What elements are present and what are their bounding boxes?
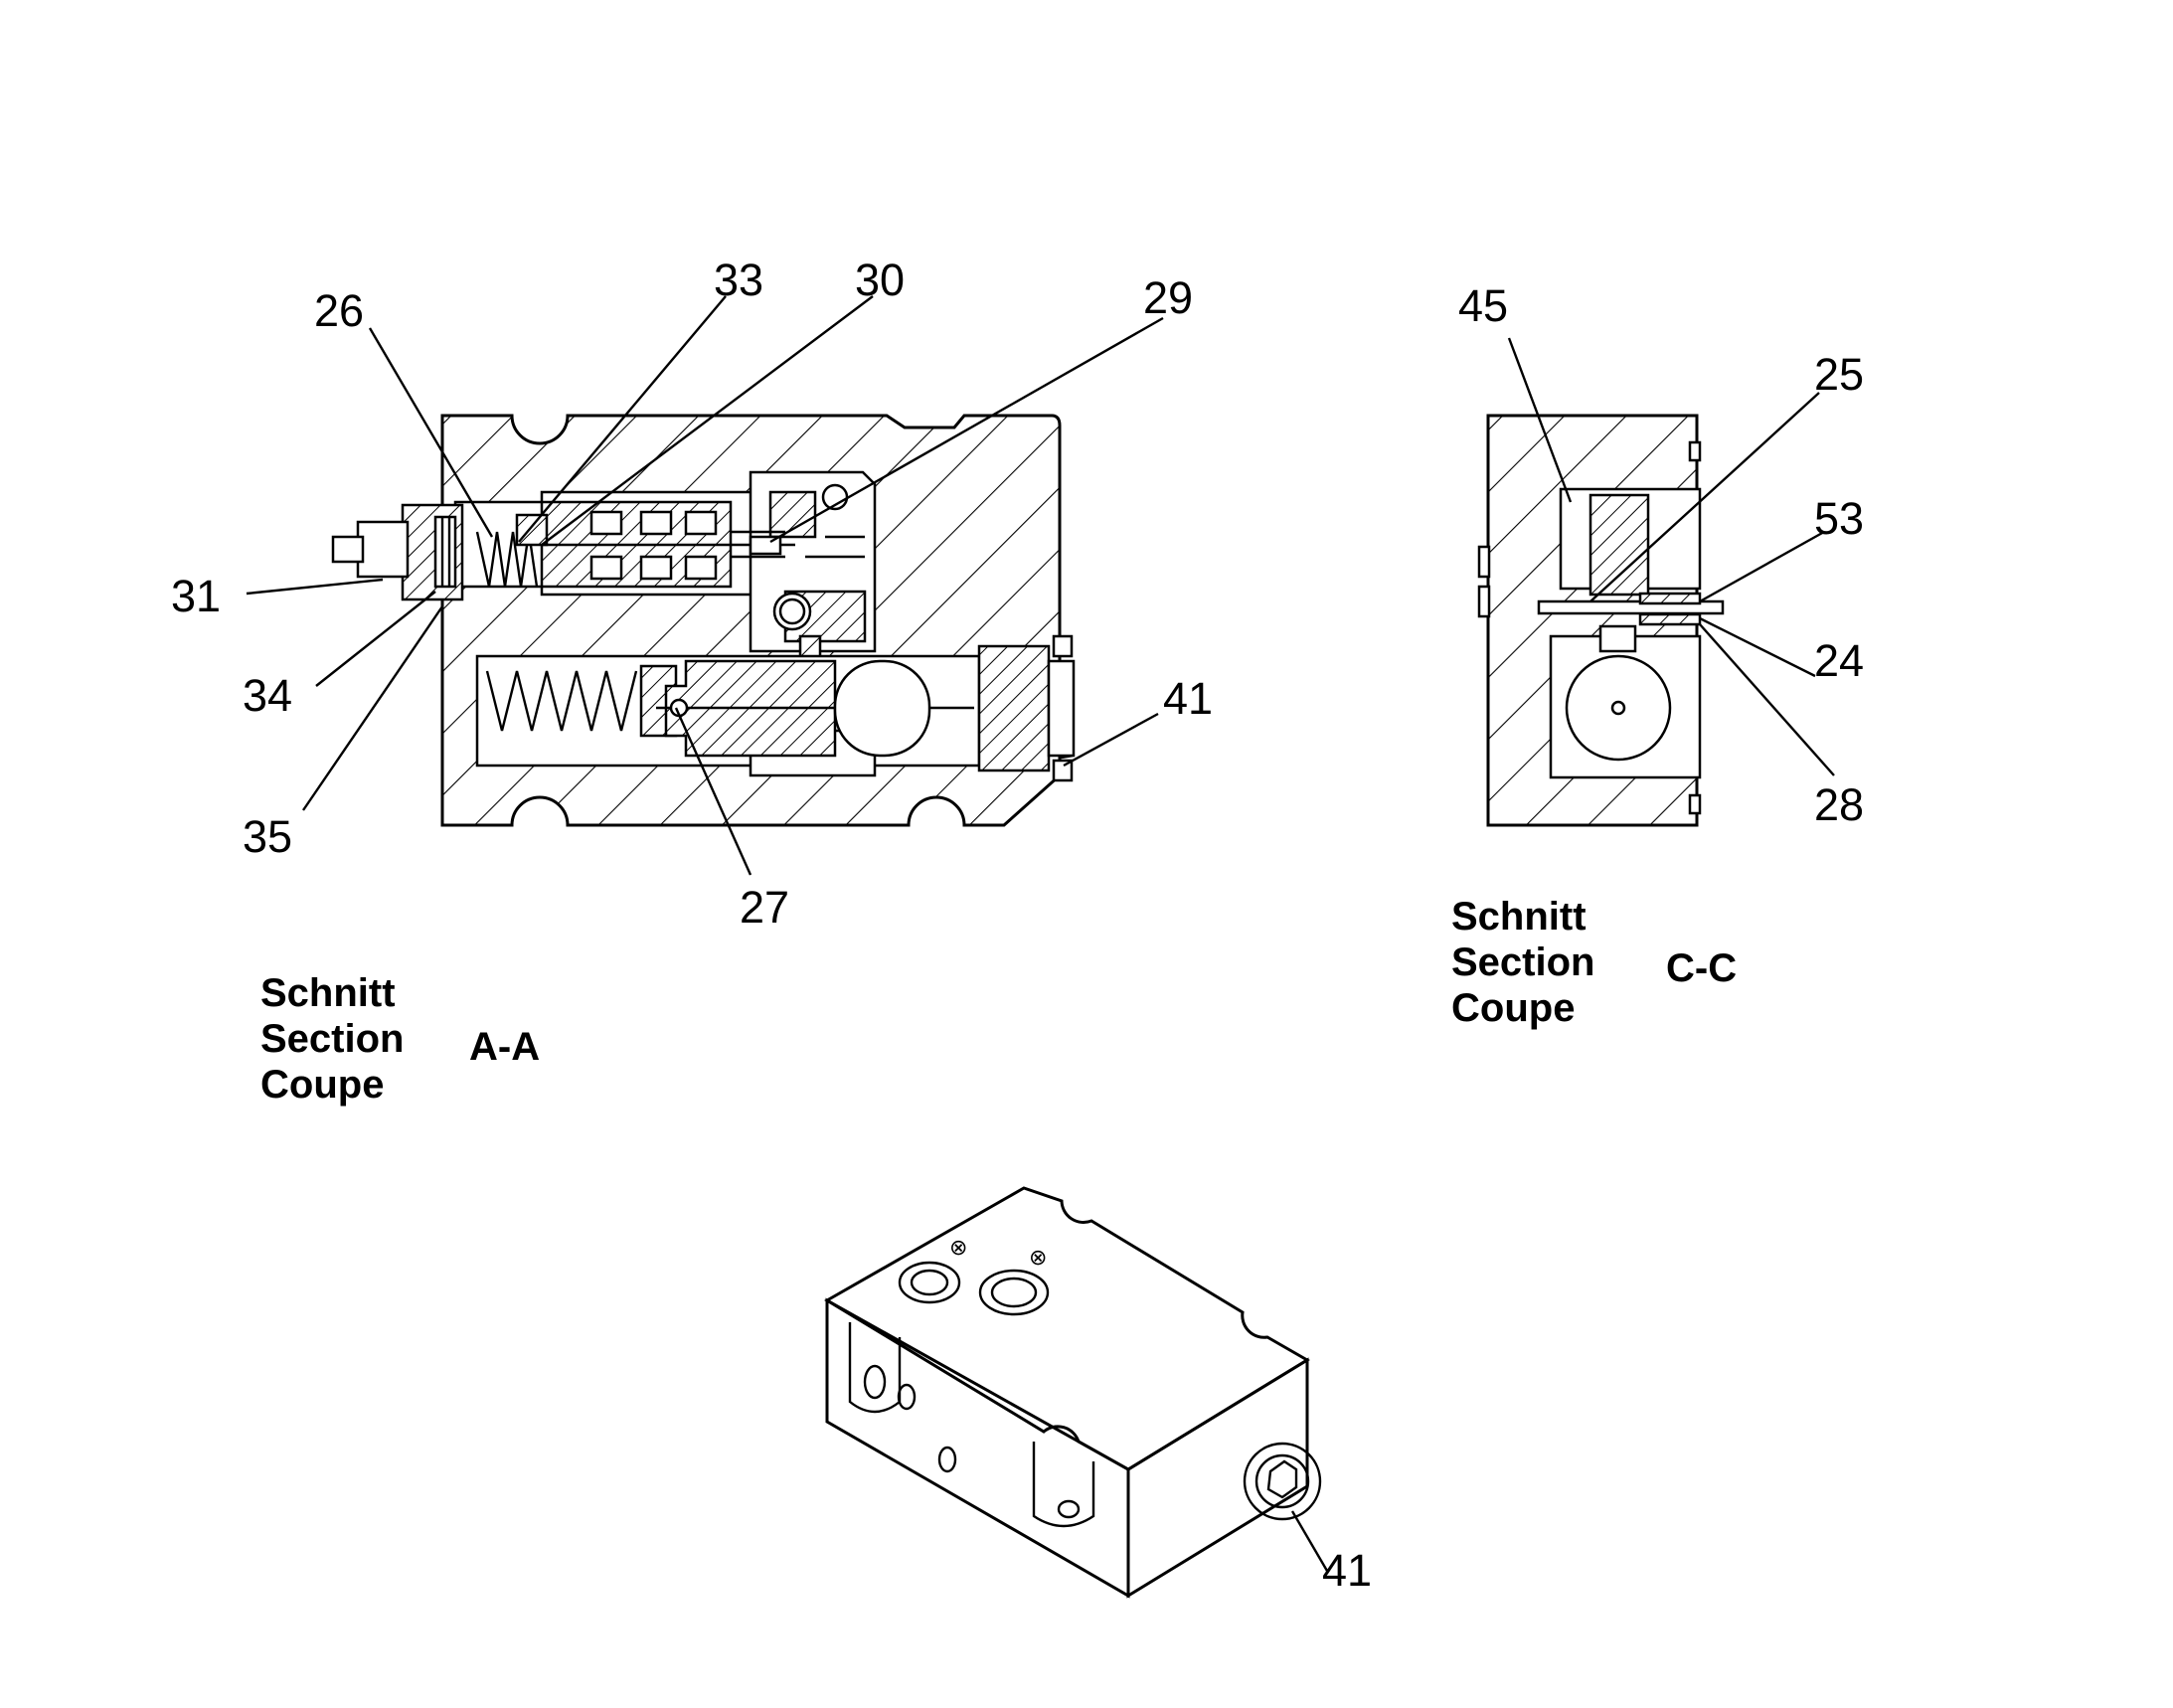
label-33: 33 <box>714 255 763 305</box>
label-24: 24 <box>1814 635 1864 686</box>
section-aa-labels: 26 33 30 29 31 34 35 41 27 <box>171 255 1213 933</box>
label-41-iso: 41 <box>1322 1545 1372 1596</box>
iso-plug-41 <box>1243 1442 1322 1521</box>
caption-cc-id: C-C <box>1666 946 1737 990</box>
label-28: 28 <box>1814 779 1864 830</box>
label-45: 45 <box>1458 280 1508 331</box>
label-26: 26 <box>314 285 364 336</box>
iso-right-face <box>1126 1357 1309 1599</box>
caption-aa-id: A-A <box>469 1025 540 1069</box>
plug-41 <box>977 644 1051 772</box>
svg-text:⊗: ⊗ <box>949 1235 967 1260</box>
section-cc-caption: Schnitt Section Coupe C-C <box>1451 895 1737 1030</box>
adjusting-screw <box>331 503 464 601</box>
main-spring <box>485 670 638 732</box>
iso-port-hole-2 <box>978 1269 1050 1316</box>
isometric-view: ⊗ ⊗ 41 <box>824 1186 1372 1599</box>
section-cc-leaders <box>1507 337 1835 776</box>
label-41-aa: 41 <box>1163 673 1213 724</box>
section-aa-drawing <box>331 414 1076 827</box>
section-cc-labels: 45 25 53 24 28 <box>1458 280 1864 830</box>
label-31: 31 <box>171 571 221 621</box>
section-aa-caption: Schnitt Section Coupe A-A <box>260 971 540 1107</box>
iso-port-hole-1 <box>898 1261 961 1304</box>
label-25: 25 <box>1814 349 1864 400</box>
caption-cc-line3: Coupe <box>1451 986 1575 1030</box>
label-53: 53 <box>1814 493 1864 544</box>
caption-cc-line2: Section <box>1451 940 1594 984</box>
iso-left-face <box>825 1297 1130 1599</box>
section-cc-drawing <box>1477 414 1725 827</box>
caption-cc-line1: Schnitt <box>1451 895 1587 939</box>
caption-aa-line3: Coupe <box>260 1063 384 1107</box>
section-aa-leaders <box>246 295 1164 876</box>
iso-top-face <box>824 1186 1310 1471</box>
label-30: 30 <box>855 255 905 305</box>
label-34: 34 <box>243 670 292 721</box>
label-29: 29 <box>1143 272 1193 323</box>
caption-aa-line1: Schnitt <box>260 971 396 1015</box>
cc-block <box>1588 493 1650 597</box>
label-27: 27 <box>740 882 789 933</box>
iso-slot-front <box>1032 1442 1095 1528</box>
caption-aa-line2: Section <box>260 1017 404 1061</box>
label-35: 35 <box>243 811 292 862</box>
svg-text:⊗: ⊗ <box>1029 1245 1047 1270</box>
